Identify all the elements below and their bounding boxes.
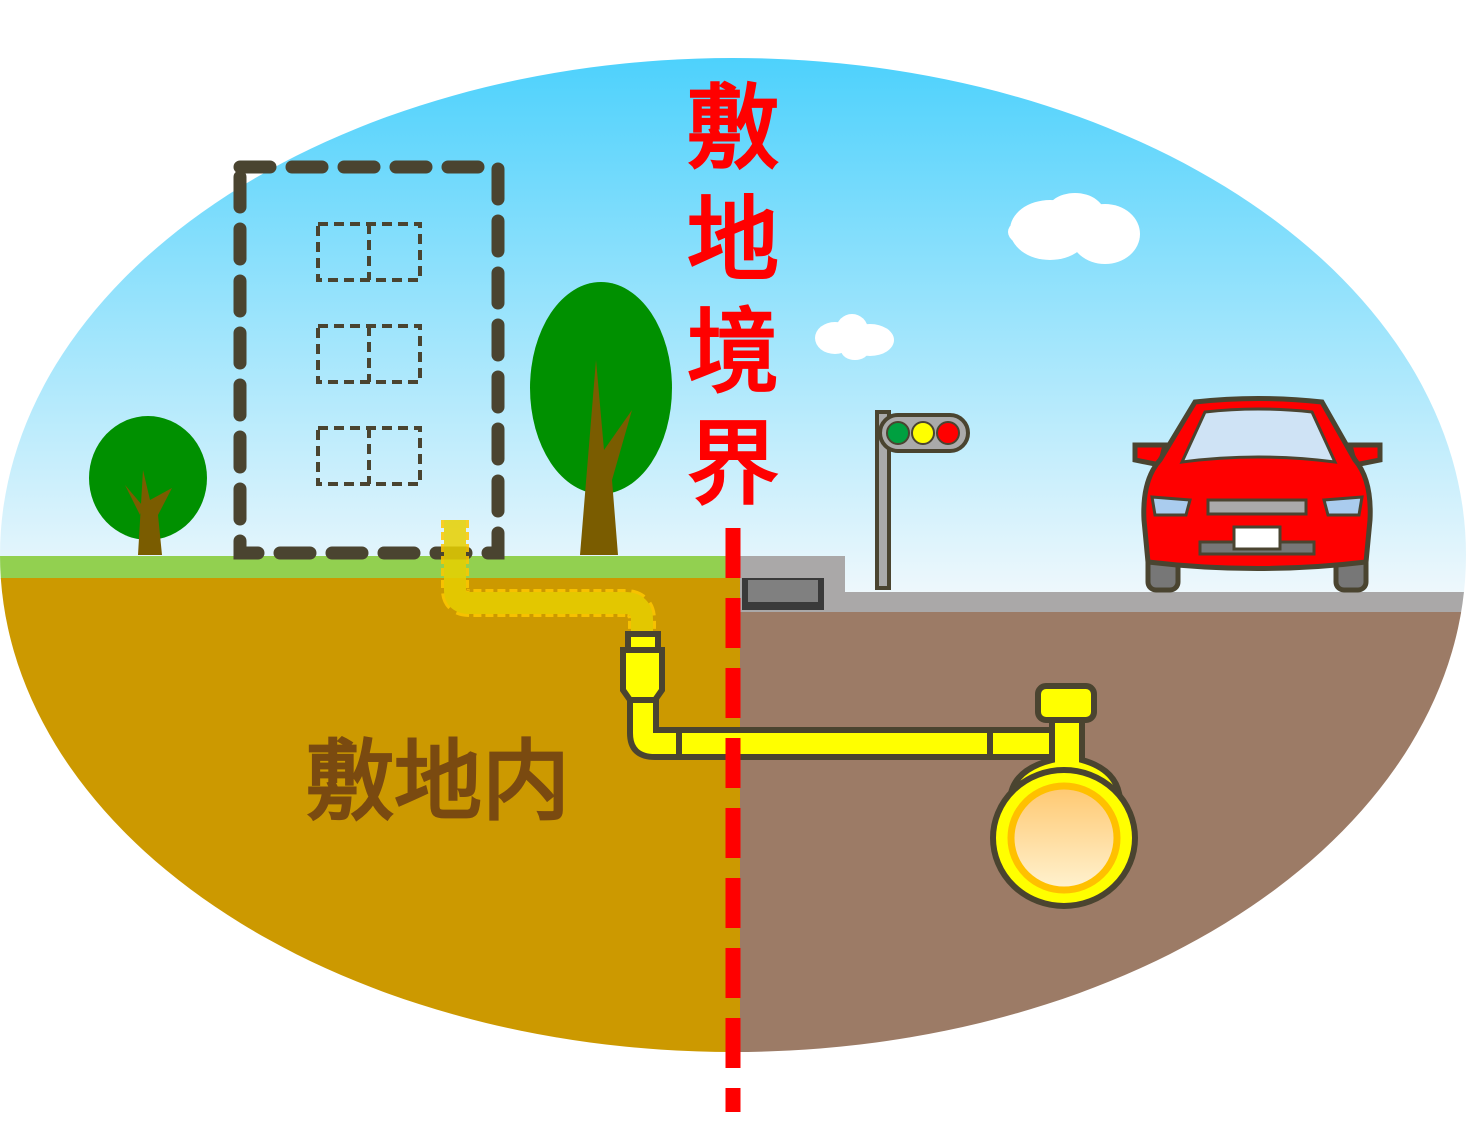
traffic-light-icon [875, 410, 970, 590]
boundary-char: 地 [687, 187, 779, 294]
cloud-icon [815, 314, 894, 360]
building-outline-icon [233, 160, 505, 560]
grass [0, 556, 740, 579]
private-land-label: 敷地内 [306, 730, 570, 833]
tree-icon [89, 416, 207, 555]
gas-main-icon [990, 683, 1138, 909]
boundary-label: 敷 地 境 界 [687, 75, 779, 518]
road-surface [740, 592, 1466, 614]
car-icon [1132, 396, 1383, 593]
boundary-char: 境 [687, 299, 779, 406]
cloud-icon [1008, 193, 1140, 264]
gas-pipe-icon [441, 520, 656, 635]
boundary-char: 敷 [687, 75, 779, 182]
tree-icon [530, 282, 672, 555]
boundary-char: 界 [687, 411, 779, 518]
